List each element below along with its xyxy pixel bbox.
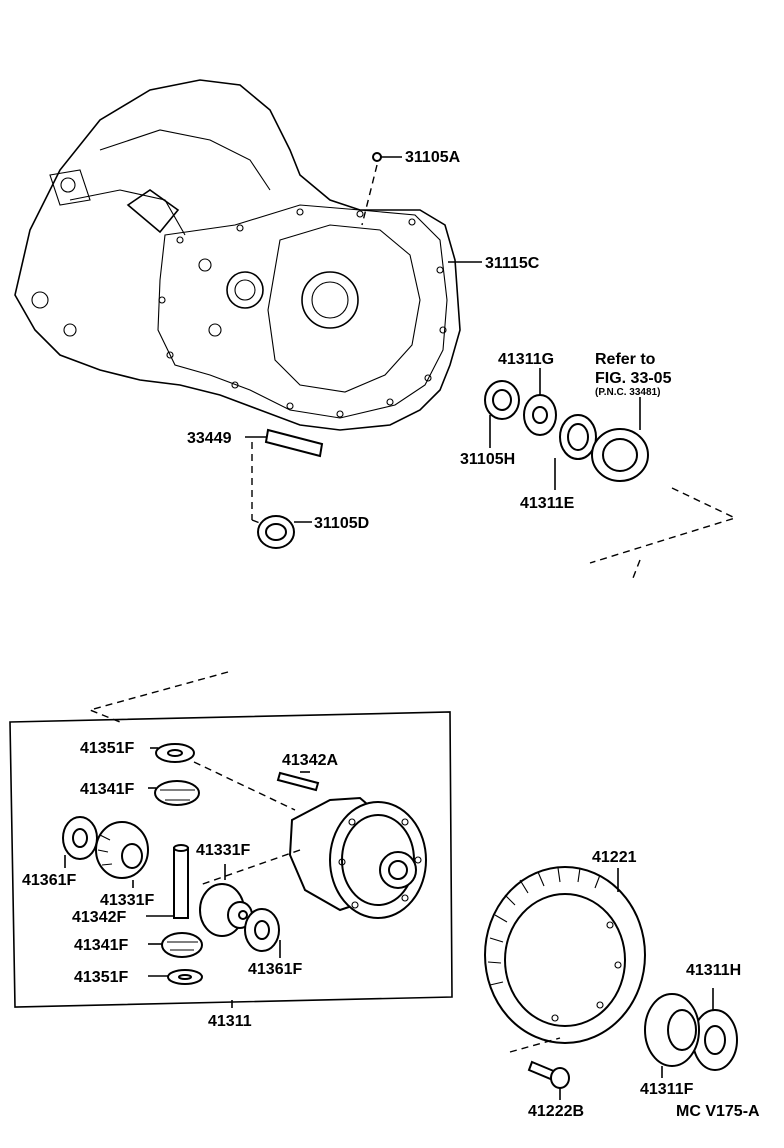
label-33449: 33449 xyxy=(187,430,232,447)
pin-41342A xyxy=(276,771,320,792)
group-leader-upper xyxy=(589,487,737,564)
clip-33449 xyxy=(245,428,324,526)
label-41311: 41311 xyxy=(208,1013,252,1030)
plug-31105A xyxy=(361,152,402,226)
group-leader-upper-2 xyxy=(632,559,641,579)
washer-41351F-bottom xyxy=(148,969,203,985)
label-41341F-bottom: 41341F xyxy=(74,937,128,954)
differential-case xyxy=(199,796,427,919)
label-41221: 41221 xyxy=(592,849,637,866)
label-41361F-left: 41361F xyxy=(22,872,76,889)
gear-41331F-left xyxy=(95,821,149,888)
label-41351F-bottom: 41351F xyxy=(74,969,128,986)
label-31105D: 31105D xyxy=(314,515,369,532)
ring-gear-41221 xyxy=(484,866,646,1044)
oil-seal-31105H xyxy=(484,380,520,448)
label-31115C: 31115C xyxy=(485,255,540,272)
label-41351F-top: 41351F xyxy=(80,740,134,757)
label-refer-line1: Refer to xyxy=(595,351,656,368)
label-41222B: 41222B xyxy=(528,1103,584,1120)
differential-box xyxy=(9,711,453,1008)
label-41331F-left: 41331F xyxy=(100,892,154,909)
bearing-refer xyxy=(591,397,649,482)
group-leader-lower xyxy=(87,671,229,723)
gear-41341F-top xyxy=(148,780,200,806)
label-31105H: 31105H xyxy=(460,451,515,468)
label-41311G: 41311G xyxy=(498,351,554,368)
washer-41351F-top xyxy=(150,743,296,811)
washer-41361F-left xyxy=(62,816,98,868)
gear-41331F-right xyxy=(199,864,253,937)
bearing-41311F xyxy=(644,993,700,1078)
washer-41361F-right xyxy=(244,908,281,958)
shaft-41342F xyxy=(146,844,189,919)
figure-code: MC V175-A xyxy=(676,1103,760,1120)
label-41361F-right: 41361F xyxy=(248,961,302,978)
label-41311F: 41311F xyxy=(640,1081,694,1098)
label-41342F: 41342F xyxy=(72,909,126,926)
bolt-41222B xyxy=(509,1037,570,1100)
label-41331F-right: 41331F xyxy=(196,842,250,859)
label-refer-line3: (P.N.C. 33481) xyxy=(595,387,660,398)
label-41311H: 41311H xyxy=(686,962,741,979)
transaxle-case-drawing xyxy=(14,79,461,431)
label-31105A: 31105A xyxy=(405,149,461,166)
bearing-41311E xyxy=(554,414,597,490)
label-41311E: 41311E xyxy=(520,495,575,512)
label-41342A: 41342A xyxy=(282,752,338,769)
shim-41311G xyxy=(523,368,557,436)
label-41341F-top: 41341F xyxy=(80,781,134,798)
label-refer-line2: FIG. 33-05 xyxy=(595,370,672,387)
oil-seal-31105D xyxy=(257,515,312,549)
gear-41341F-bottom xyxy=(148,932,203,958)
